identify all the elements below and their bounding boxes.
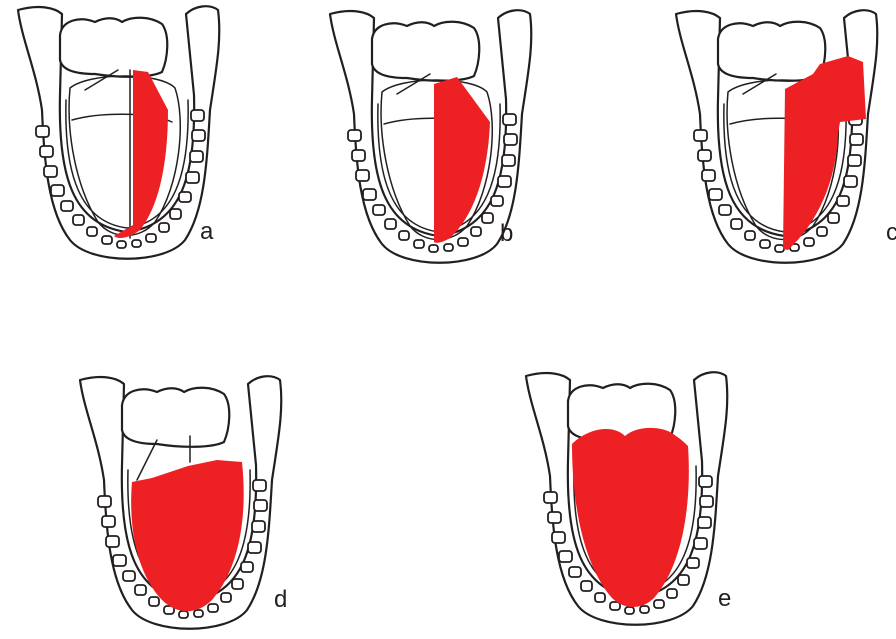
tongue-base-outline	[372, 22, 479, 81]
panel-b: b	[330, 10, 531, 263]
panel-a: a	[18, 6, 219, 259]
panel-label: e	[718, 585, 731, 612]
panel-c: c	[676, 10, 896, 263]
tongue-base-outline	[718, 22, 825, 81]
panel-label: b	[500, 220, 513, 247]
tongue-base-outline	[122, 388, 229, 447]
panel-e: e	[526, 372, 731, 625]
panel-label: a	[200, 218, 214, 245]
panel-label: c	[886, 219, 896, 246]
panel-label: d	[274, 586, 287, 613]
tongue-base-outline	[60, 18, 167, 77]
panel-d: d	[80, 376, 287, 629]
